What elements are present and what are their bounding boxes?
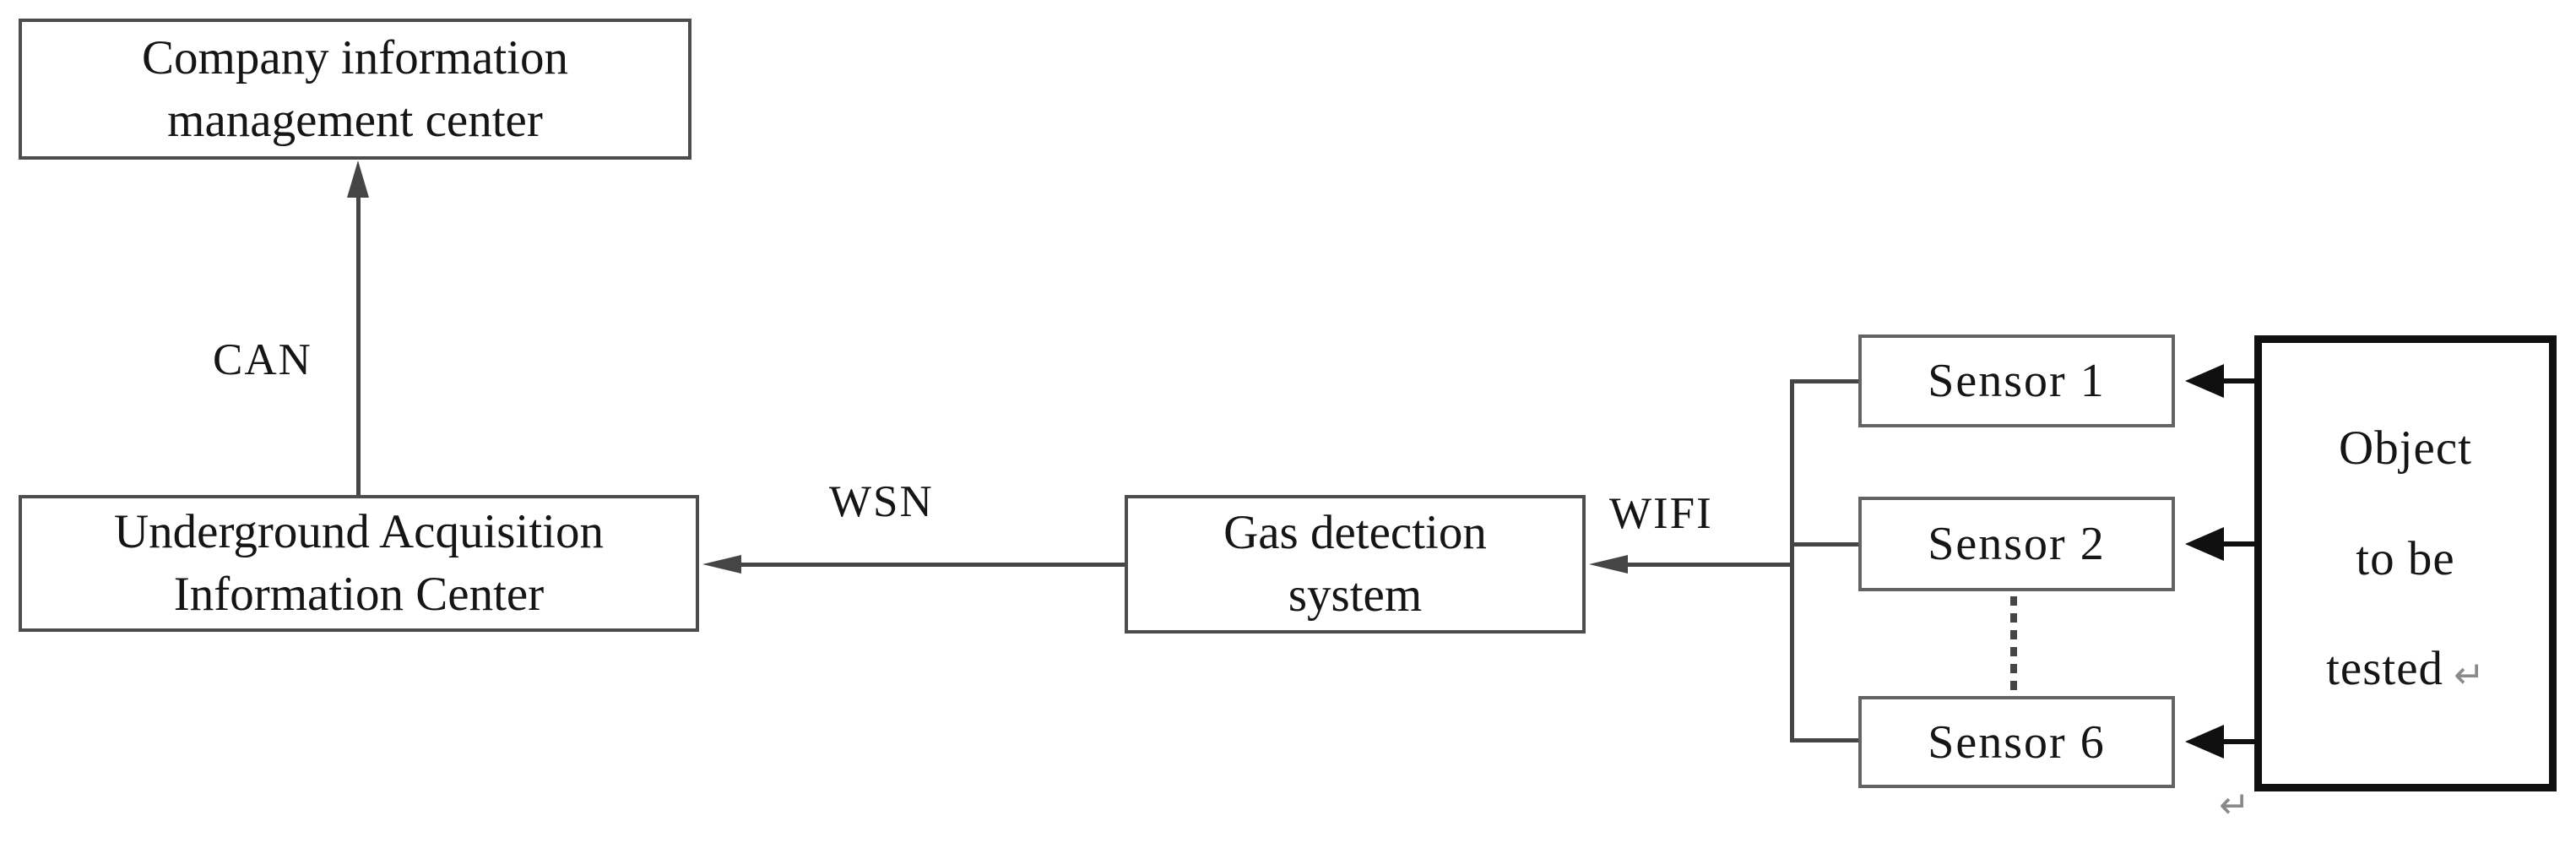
- sensor-1-box: Sensor 1: [1858, 334, 2175, 427]
- object-to-sensor2-arrowhead-icon: [2185, 527, 2224, 561]
- vertical-ellipsis-dots: [2010, 596, 2017, 696]
- object-to-sensor1-arrow-line: [2222, 378, 2256, 383]
- sensor2-branch-line: [1790, 542, 1862, 547]
- sensor1-branch-line: [1790, 379, 1862, 383]
- can-arrow-line: [356, 194, 361, 495]
- wifi-edge-label: WIFI: [1609, 489, 1713, 538]
- company-box-label-line1: Company information: [141, 30, 568, 84]
- sensor-1-label: Sensor 1: [1928, 355, 2106, 407]
- paragraph-return-icon-below-box: ↵: [2219, 784, 2250, 827]
- object-to-sensor6-arrowhead-icon: [2185, 725, 2224, 759]
- sensor-2-label: Sensor 2: [1928, 518, 2106, 570]
- gas-detection-system-box: Gas detection system: [1125, 495, 1586, 634]
- sensor6-branch-line: [1790, 738, 1862, 742]
- wsn-edge-label: WSN: [829, 477, 934, 526]
- underground-acquisition-information-center-box: Underground Acquisition Information Cent…: [19, 495, 699, 632]
- company-box-label-line2: management center: [167, 93, 543, 147]
- wsn-arrowhead-left-icon: [702, 555, 741, 574]
- object-box-label-line3: tested↵: [2326, 641, 2485, 697]
- wifi-arrow-line: [1626, 563, 1792, 567]
- object-to-sensor1-arrowhead-icon: [2185, 364, 2224, 398]
- can-edge-label: CAN: [213, 335, 312, 384]
- sensor-2-box: Sensor 2: [1858, 497, 2175, 591]
- wifi-arrowhead-left-icon: [1589, 555, 1628, 574]
- object-to-sensor2-arrow-line: [2222, 541, 2256, 547]
- sensor-bus-line: [1790, 379, 1794, 742]
- object-to-be-tested-box: Object to be tested↵: [2254, 335, 2557, 791]
- object-box-label-line2: to be: [2356, 531, 2455, 585]
- underground-box-label-line1: Underground Acquisition: [114, 505, 604, 558]
- wsn-arrow-line: [738, 563, 1125, 567]
- sensor-6-label: Sensor 6: [1928, 715, 2106, 769]
- gas-box-label-line1: Gas detection: [1223, 506, 1487, 559]
- sensor-6-box: Sensor 6: [1858, 696, 2175, 788]
- company-information-management-center-box: Company information management center: [19, 19, 691, 160]
- gas-box-label-line2: system: [1288, 568, 1423, 622]
- paragraph-return-icon: ↵: [2454, 654, 2485, 697]
- can-arrowhead-up-icon: [347, 160, 369, 198]
- object-box-label-line1: Object: [2339, 422, 2472, 475]
- underground-box-label-line2: Information Center: [173, 568, 545, 621]
- object-to-sensor6-arrow-line: [2222, 739, 2256, 744]
- object-box-label-tested: tested: [2326, 642, 2444, 695]
